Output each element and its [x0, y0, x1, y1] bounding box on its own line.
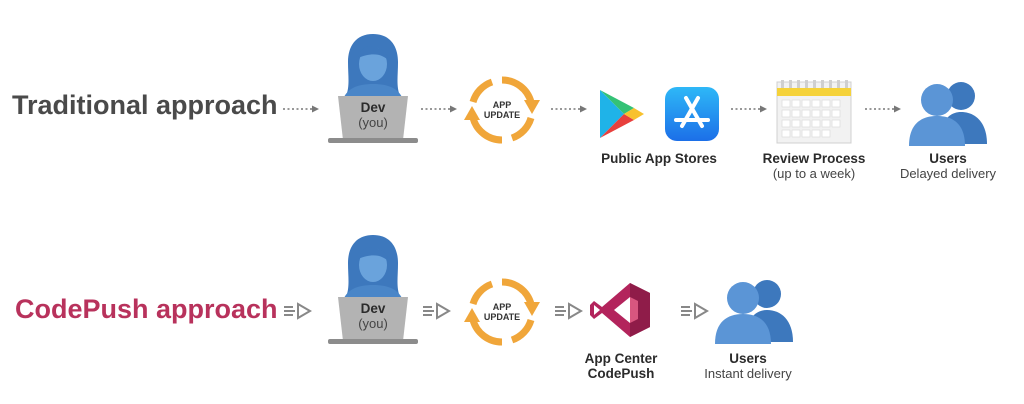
dashed-arrow-icon — [681, 302, 709, 320]
traditional-approach-title: Traditional approach — [12, 90, 278, 120]
delayed-delivery-label: Delayed delivery — [899, 166, 997, 181]
google-play-icon — [600, 90, 644, 138]
dev-sublabel: (you) — [358, 316, 388, 331]
dotted-arrow-icon — [731, 104, 767, 114]
dev-sublabel: (you) — [358, 115, 388, 130]
dotted-arrow-icon — [421, 104, 457, 114]
app-update-line1: APP — [492, 100, 512, 110]
review-process-sublabel: (up to a week) — [772, 166, 856, 181]
users-label-traditional: Users Delayed delivery — [886, 151, 1010, 181]
app-update-line1: APP — [492, 302, 512, 312]
dotted-arrow-icon — [865, 104, 901, 114]
dotted-arrow-icon — [283, 104, 319, 114]
dev-node-traditional: Dev (you) — [328, 30, 418, 145]
app-update-line2: UPDATE — [483, 110, 521, 120]
dashed-arrow-icon — [284, 302, 312, 320]
app-center-codepush-label: App Center CodePush — [584, 351, 658, 381]
dashed-arrow-icon — [423, 302, 451, 320]
dashed-arrow-icon — [555, 302, 583, 320]
app-update-node-traditional: APP UPDATE — [462, 70, 542, 150]
codepush-approach-title: CodePush approach — [15, 294, 278, 324]
dev-label: Dev — [360, 100, 386, 115]
review-process-label: Review Process (up to a week) — [750, 151, 878, 181]
instant-delivery-label: Instant delivery — [704, 366, 792, 381]
dev-node-codepush: Dev (you) — [328, 231, 418, 346]
users-group-icon — [709, 276, 799, 346]
dotted-arrow-icon — [551, 104, 587, 114]
users-group-icon — [903, 78, 993, 148]
app-update-line2: UPDATE — [483, 312, 521, 322]
visual-studio-app-center-icon — [590, 283, 650, 337]
app-store-icon — [665, 87, 719, 141]
public-app-stores-label: Public App Stores — [601, 151, 717, 166]
users-label-codepush: Users Instant delivery — [690, 351, 806, 381]
calendar-icon — [776, 80, 852, 144]
dev-label: Dev — [360, 301, 386, 316]
app-update-node-codepush: APP UPDATE — [462, 272, 542, 352]
